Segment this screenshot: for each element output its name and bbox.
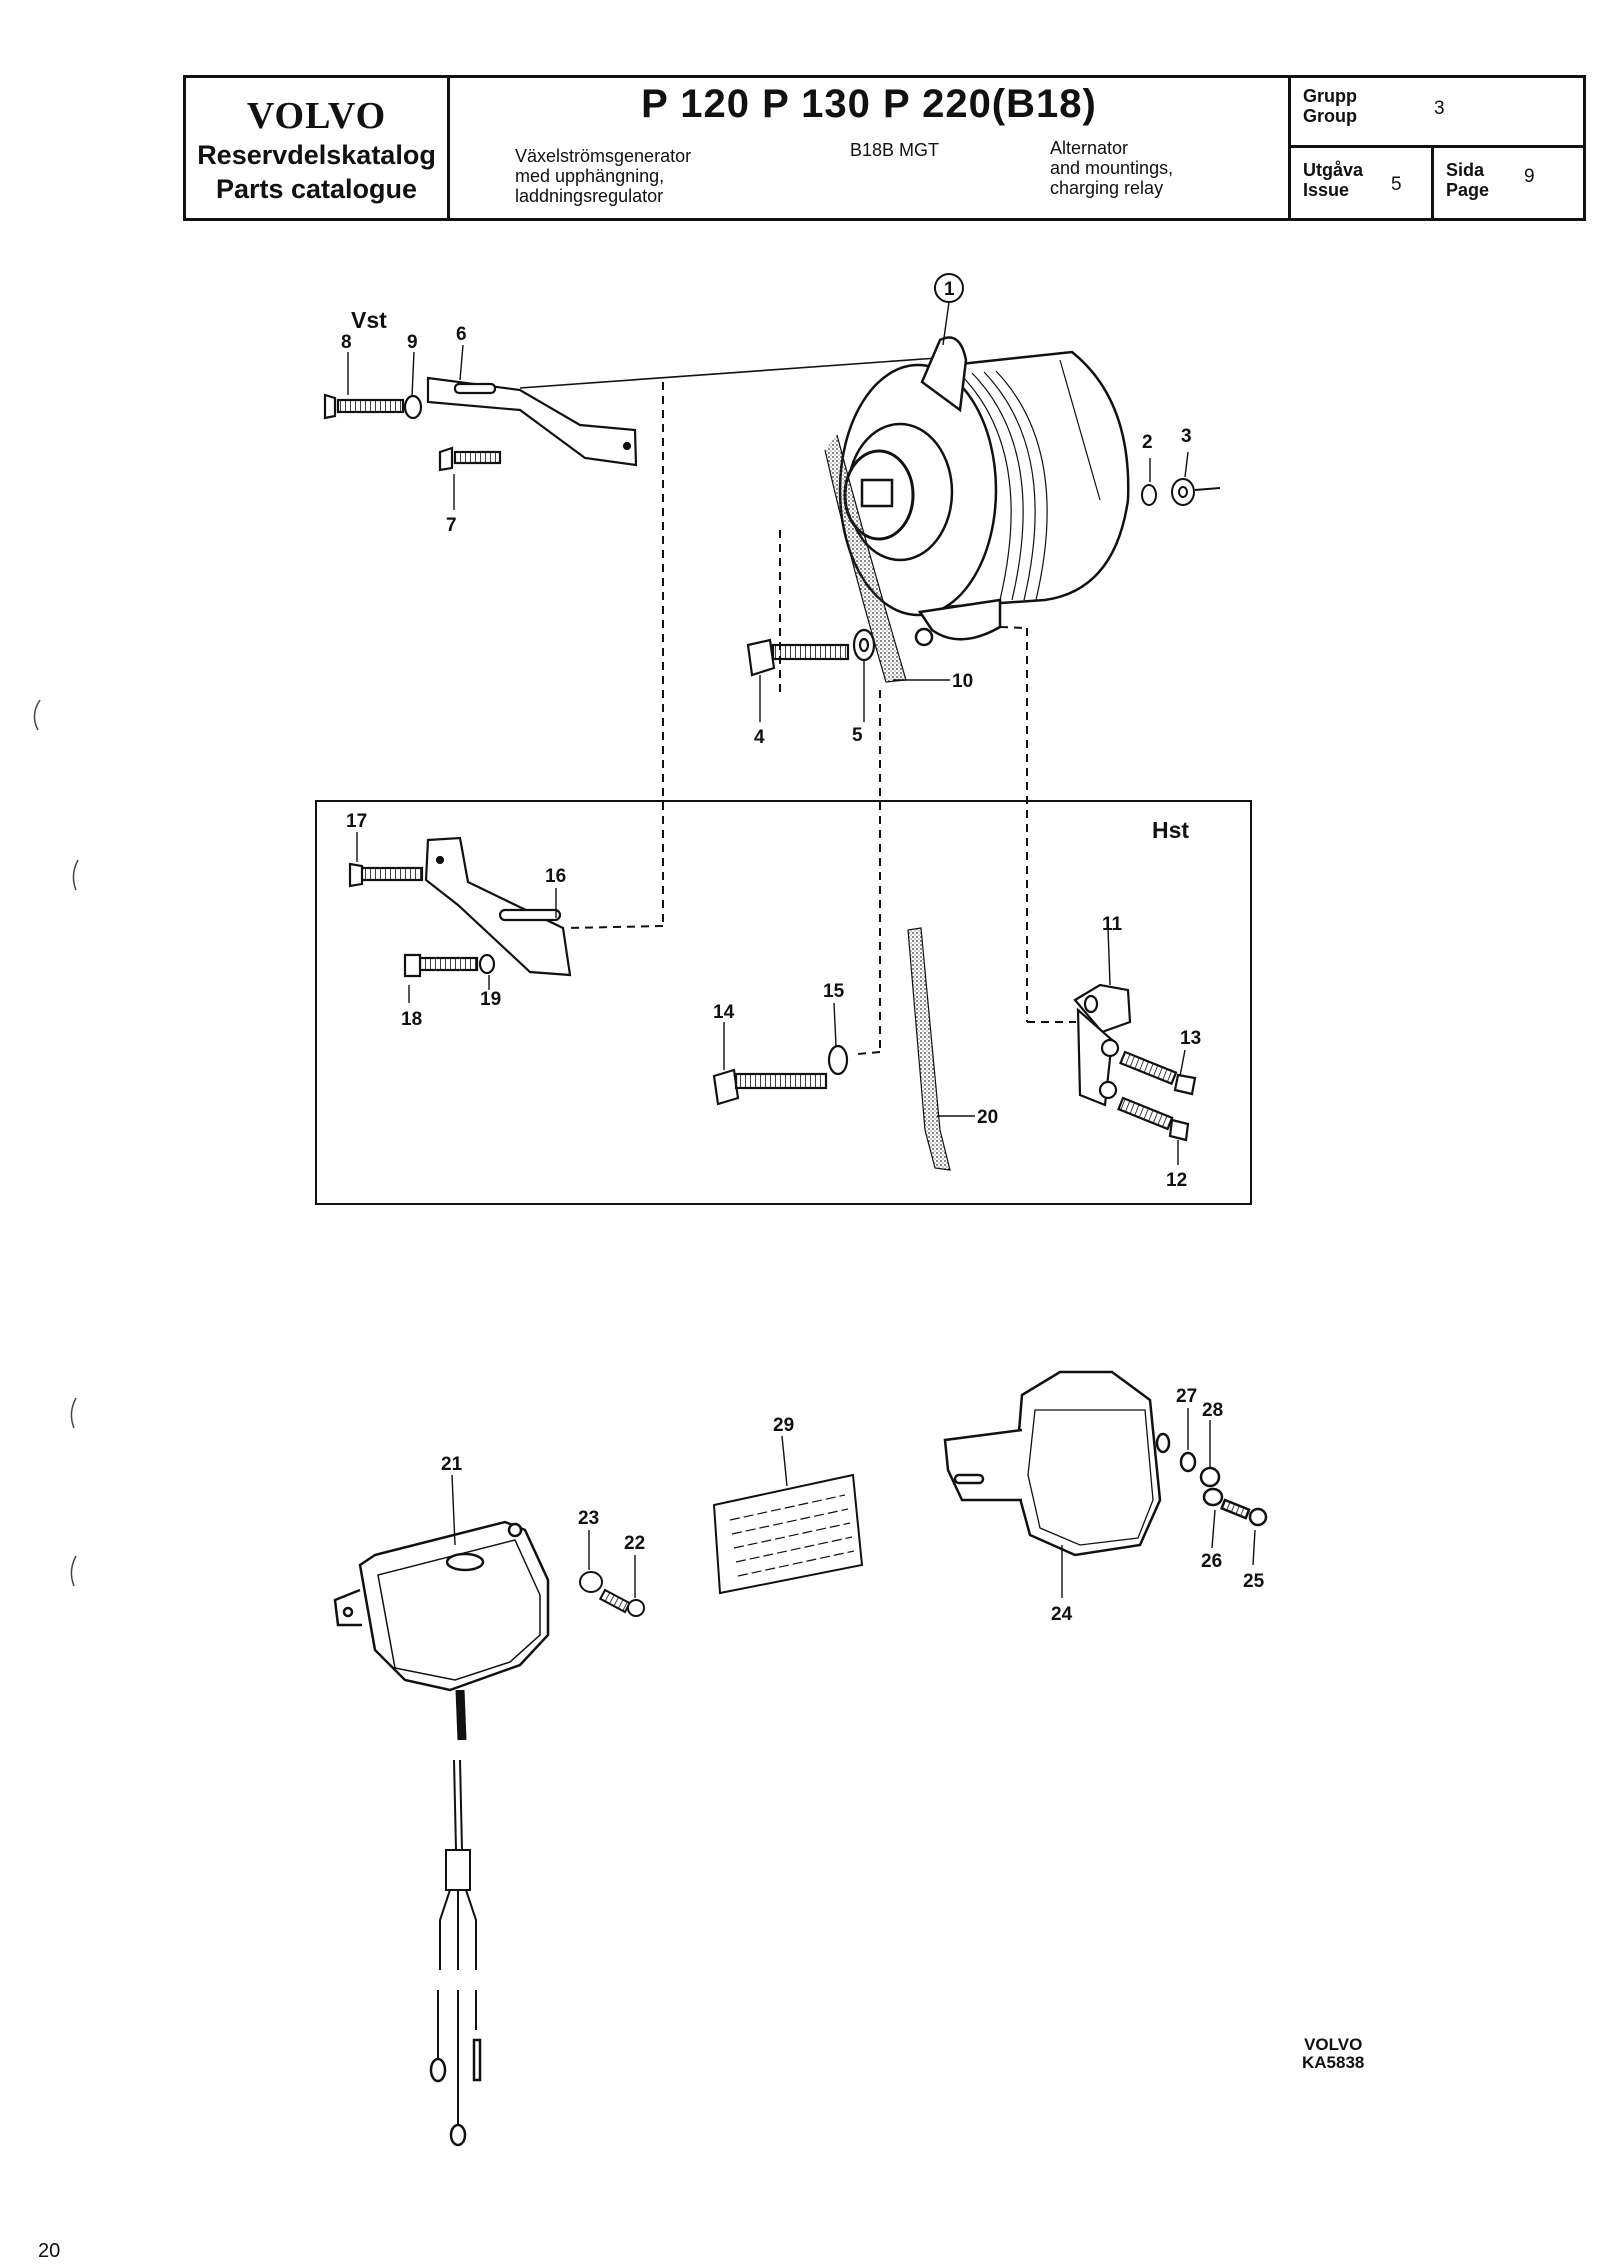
group-label: Grupp Group <box>1303 86 1357 126</box>
washer-nut-rear <box>1141 478 1221 506</box>
callout-17: 17 <box>346 811 367 832</box>
callout-18: 18 <box>401 1009 422 1030</box>
callout-25: 25 <box>1243 1571 1265 1592</box>
charging-relay-21 <box>333 1520 550 2147</box>
volvo-logo: VOLVO <box>246 95 387 137</box>
callout-29: 29 <box>773 1415 794 1436</box>
callout-23: 23 <box>578 1508 599 1529</box>
callout-28: 28 <box>1202 1400 1223 1421</box>
engine-code: B18B MGT <box>850 140 940 160</box>
callout-11: 11 <box>1102 914 1123 935</box>
issue-cell: Utgåva Issue 5 <box>1291 148 1434 218</box>
callout-10: 10 <box>952 671 973 692</box>
callout-20: 20 <box>977 1107 998 1128</box>
assembly-lines <box>567 382 1076 1055</box>
hst-bracket <box>348 836 572 978</box>
callout-8: 8 <box>341 332 352 353</box>
group-cell: Grupp Group 3 <box>1291 78 1583 148</box>
callout-6: 6 <box>456 324 467 345</box>
callout-3: 3 <box>1181 426 1192 447</box>
bracket-link-line <box>519 357 938 389</box>
bolt-4-washer-5 <box>746 628 876 677</box>
callout-21: 21 <box>441 1454 463 1475</box>
label-card-29 <box>712 1473 864 1595</box>
brand-cell: VOLVO Reservdelskatalog Parts catalogue <box>186 78 450 218</box>
relay-24 <box>943 1370 1268 1557</box>
callout-numbers: 1 2 3 4 5 6 7 8 9 10 11 12 13 14 15 16 1… <box>341 279 1265 1625</box>
figure-code: KA5838 <box>1302 2053 1365 2072</box>
callout-9: 9 <box>407 332 418 353</box>
callout-leaders <box>347 301 1256 1598</box>
callout-15: 15 <box>823 981 845 1002</box>
relay-screw-22-washer-23 <box>579 1571 645 1617</box>
scan-margin-marks <box>33 699 79 1587</box>
group-value: 3 <box>1434 98 1445 119</box>
catalog-title-english: Parts catalogue <box>215 174 418 204</box>
section-label-hst: Hst <box>1152 817 1189 843</box>
page-label: Sida Page <box>1446 160 1490 200</box>
callout-12: 12 <box>1166 1170 1187 1191</box>
callout-4: 4 <box>754 727 765 748</box>
callout-22: 22 <box>624 1533 645 1554</box>
header-table: VOLVO Reservdelskatalog Parts catalogue … <box>183 75 1586 221</box>
hst-frame <box>315 800 1252 1205</box>
title-cell: P 120 P 130 P 220(B18) Växelströmsgenera… <box>450 78 1291 218</box>
vst-bracket <box>323 376 638 472</box>
callout-7: 7 <box>446 515 457 536</box>
callout-5: 5 <box>852 725 863 746</box>
issue-value: 5 <box>1391 174 1402 195</box>
description-english: Alternator and mountings, charging relay <box>1050 138 1174 198</box>
footer-brand-text: VOLVO <box>1304 2035 1363 2054</box>
callout-24: 24 <box>1051 1604 1073 1625</box>
page-cell: Sida Page 9 <box>1434 148 1583 218</box>
figure-reference: VOLVO KA5838 <box>1302 2036 1364 2072</box>
callout-26: 26 <box>1201 1551 1222 1572</box>
issue-label: Utgåva Issue <box>1303 160 1364 200</box>
model-list: P 120 P 130 P 220(B18) <box>641 82 1097 126</box>
page-number: 20 <box>38 2240 61 2262</box>
callout-1: 1 <box>944 279 955 300</box>
alternator-illustration <box>824 336 1130 683</box>
callout-19: 19 <box>480 989 501 1010</box>
catalog-title-swedish: Reservdelskatalog <box>197 140 436 170</box>
bolt-14-washer-15 <box>712 1044 849 1106</box>
callout-13: 13 <box>1180 1028 1201 1049</box>
description-swedish: Växelströmsgenerator med upphängning, la… <box>515 146 692 206</box>
section-label-vst: Vst <box>351 307 387 333</box>
rear-bracket-11 <box>1073 983 1197 1142</box>
drive-belt <box>907 927 951 1171</box>
callout-16: 16 <box>545 866 566 887</box>
callout-27: 27 <box>1176 1386 1197 1407</box>
page-value: 9 <box>1524 166 1535 187</box>
callout-14: 14 <box>713 1002 735 1023</box>
callout-2: 2 <box>1142 432 1153 453</box>
